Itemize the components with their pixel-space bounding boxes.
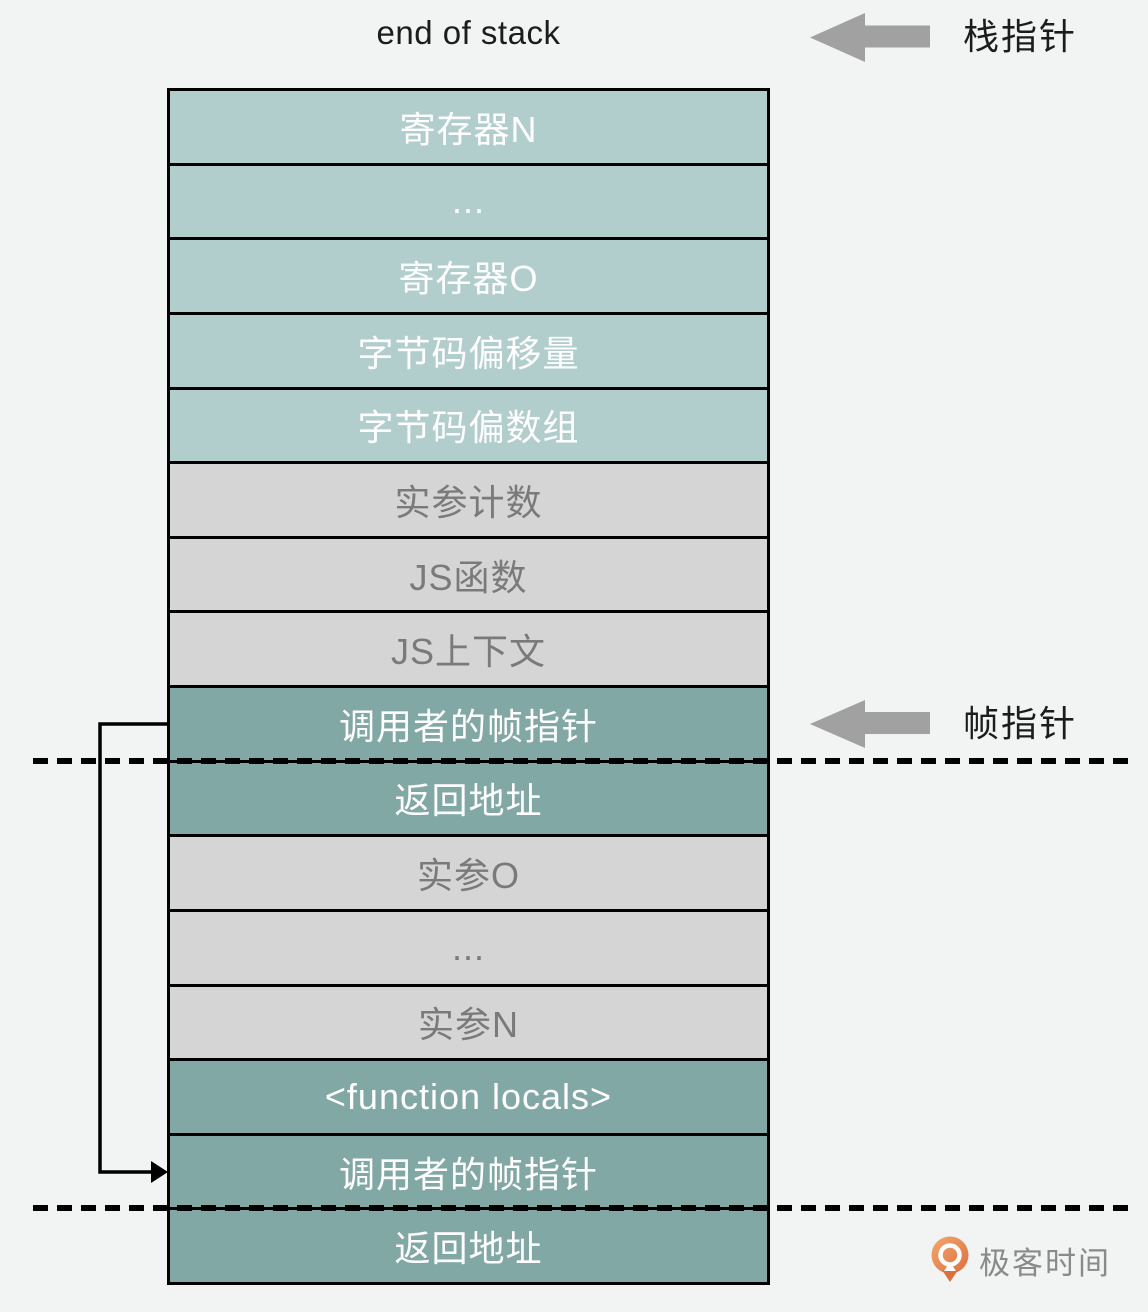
- stack-row: 寄存器O: [170, 240, 767, 312]
- stack-row: 调用者的帧指针: [33, 688, 1130, 764]
- stack-row-label: <function locals>: [324, 1075, 613, 1117]
- stack-pointer-label: 栈指针: [963, 16, 1078, 57]
- end-of-stack-label: end of stack: [376, 14, 561, 51]
- frame-pointer-link-line: [98, 722, 168, 1174]
- stack-row: 返回地址: [170, 762, 767, 835]
- stack-row: JS上下文: [170, 613, 767, 685]
- stack-row-label: 实参计数: [394, 481, 543, 523]
- geektime-logo-icon: [929, 1236, 971, 1284]
- stack-row: 寄存器N: [170, 91, 767, 163]
- stack-row: 字节码偏数组: [170, 389, 767, 462]
- stack-row-label: 寄存器N: [399, 108, 538, 150]
- stack-row-label: 实参O: [416, 855, 520, 897]
- stack-row-label: 返回地址: [394, 780, 543, 822]
- stack-row-label: ...: [451, 180, 485, 222]
- stack-row-label: 调用者的帧指针: [338, 705, 598, 747]
- frame-pointer-link-arrowhead: [151, 1161, 168, 1183]
- stack-row: 实参N: [170, 986, 767, 1059]
- stack-row-label: 寄存器O: [398, 258, 539, 300]
- stack-column: 寄存器N... 寄存器O 字节码偏移量字节码偏数组实参计数 JS函数 JS上下文调用者的…: [33, 88, 1130, 1285]
- stack-row: 实参O: [170, 837, 767, 909]
- stack-pointer-arrow-icon: [810, 13, 930, 62]
- frame-pointer-label: 帧指针: [963, 703, 1078, 744]
- stack-row: 返回地址: [170, 1210, 767, 1282]
- frame-pointer-arrow-icon: [810, 700, 930, 748]
- stack-row-label: JS函数: [409, 556, 528, 598]
- stack-row: <function locals>: [170, 1061, 767, 1133]
- stack-row: JS函数: [170, 538, 767, 611]
- stack-row: 实参计数: [170, 464, 767, 536]
- stack-row-label: 字节码偏移量: [357, 332, 580, 374]
- stack-row: ...: [170, 165, 767, 238]
- stack-row-label: 实参N: [418, 1004, 519, 1046]
- geektime-logo-text: 极客时间: [979, 1245, 1111, 1281]
- stack-row-label: ...: [451, 926, 485, 968]
- stack-row: ...: [170, 911, 767, 984]
- stack-row-label: JS上下文: [390, 631, 546, 673]
- stack-row-label: 调用者的帧指针: [338, 1153, 598, 1195]
- stack-row-label: 返回地址: [394, 1228, 543, 1270]
- watermark: 极客时间: [929, 1236, 1111, 1284]
- stack-row-label: 字节码偏数组: [357, 407, 580, 449]
- stack-row: 字节码偏移量: [170, 314, 767, 387]
- stack-row: 调用者的帧指针: [33, 1135, 1130, 1211]
